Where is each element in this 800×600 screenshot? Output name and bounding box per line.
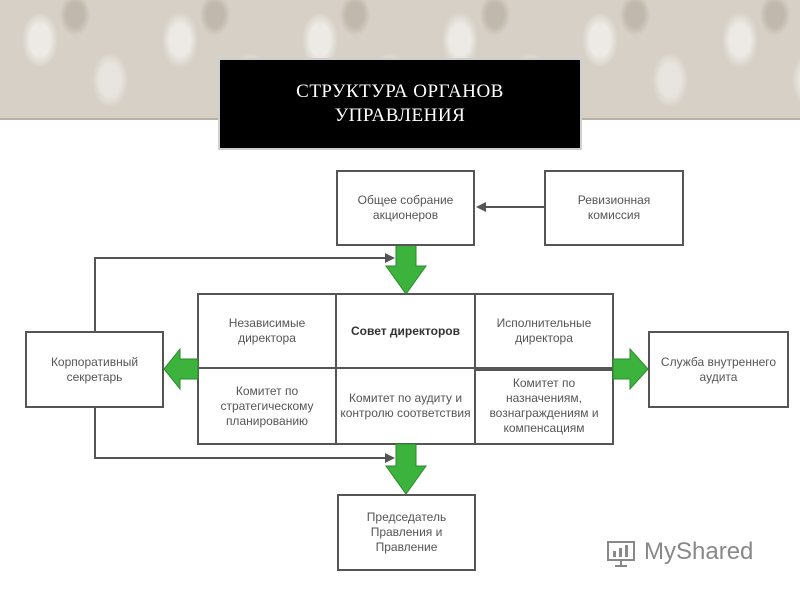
arrow-down-top — [385, 244, 427, 295]
logo-text: MyShared — [644, 538, 754, 565]
arrow-down-bottom — [385, 443, 427, 495]
independent-directors-cell: Независимые директора — [228, 316, 306, 345]
audit-commission-box: Ревизионная комиссия — [544, 170, 684, 246]
internal-audit-box: Служба внутреннего аудита — [648, 331, 789, 408]
audit-committee-cell: Комитет по аудиту и контролю соответстви… — [340, 391, 471, 420]
corporate-secretary-box: Корпоративный секретарь — [25, 331, 164, 408]
general-meeting-box: Общее собрание акционеров — [336, 170, 475, 246]
title-box: СТРУКТУРА ОРГАНОВ УПРАВЛЕНИЯ — [218, 58, 582, 150]
strategic-committee-cell: Комитет по стратегическому планированию — [220, 383, 314, 428]
presentation-chart-icon — [607, 541, 635, 567]
board-of-directors-cell: Совет директоров — [350, 323, 461, 338]
nomination-committee-cell: Комитет по назначениям, вознаграждениям … — [489, 376, 599, 435]
myshared-logo[interactable]: MyShared — [606, 536, 776, 572]
arrow-left — [163, 347, 199, 391]
executive-directors-cell: Исполнительные директора — [496, 316, 592, 345]
slide-title: СТРУКТУРА ОРГАНОВ УПРАВЛЕНИЯ — [296, 81, 504, 126]
arrow-right — [612, 347, 649, 391]
chairman-board-box: Председатель Правления и Правление — [337, 494, 476, 571]
